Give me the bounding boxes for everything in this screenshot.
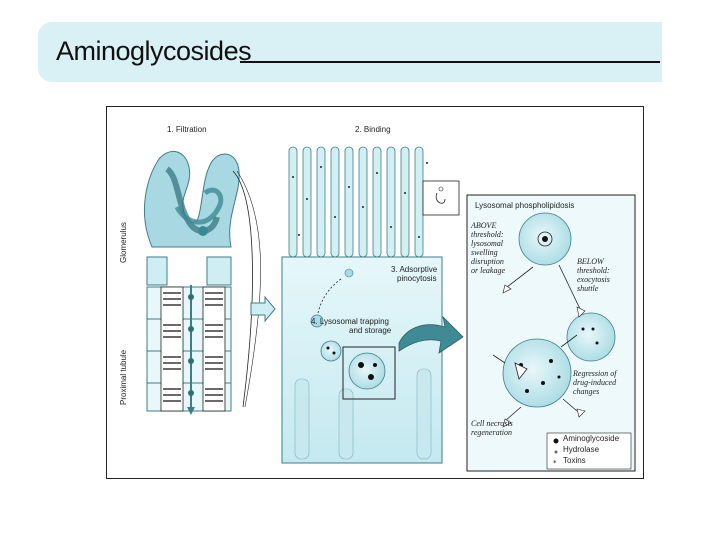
proximal-tubule-label: Proximal tubule [119, 349, 128, 405]
regression-label-1: Regression of [573, 369, 617, 378]
regression-label-2: drug-induced [573, 378, 617, 387]
below-threshold-label-4: shuttle [577, 284, 599, 293]
above-threshold-label-6: or leakage [471, 266, 505, 275]
legend-aminoglycoside: Aminoglycoside [563, 434, 620, 443]
diagram-graphics: * [144, 146, 636, 472]
glomerulus-label: Glomerulus [119, 222, 128, 263]
page-title: Aminoglycosides [56, 36, 252, 66]
title-underline [240, 61, 660, 63]
legend-toxins: Toxins [563, 456, 586, 465]
proximal-tubule-illustration [146, 285, 232, 415]
necrosis-label-2: regeneration [471, 428, 513, 437]
phospholipidosis-inset: * [466, 194, 636, 472]
step-1-label: 1. Filtration [167, 125, 207, 134]
above-threshold-label-2: threshold: [471, 230, 504, 239]
svg-text:*: * [553, 459, 557, 467]
title-banner [38, 22, 662, 82]
step-4-label-line2: and storage [349, 326, 392, 335]
above-threshold-label-4: swelling [471, 248, 498, 257]
below-threshold-label-3: exocytosis [577, 275, 610, 284]
above-threshold-label-3: lysosomal [471, 239, 503, 248]
step-2-label: 2. Binding [355, 125, 391, 134]
legend-hydrolase: Hydrolase [563, 445, 600, 454]
necrosis-label-1: Cell necrosis [471, 419, 513, 428]
inset-title: Lysosomal phospholipidosis [475, 201, 575, 210]
regression-label-3: changes [573, 387, 600, 396]
step-3-label-line1: 3. Adsorptive [391, 265, 438, 274]
nephrotoxicity-diagram: * 1. Filtration 2. Binding 3. Adsorptive… [106, 106, 644, 479]
step-4-label-line1: 4. Lysosomal trapping [311, 317, 389, 326]
tubular-cell-illustration [281, 146, 443, 464]
below-threshold-label-1: BELOW [577, 257, 604, 266]
above-threshold-label-1: ABOVE [471, 221, 497, 230]
glomerulus-illustration [144, 151, 240, 286]
above-threshold-label-5: disruption [471, 257, 504, 266]
step-3-label-line2: pinocytosis [397, 274, 437, 283]
below-threshold-label-2: threshold: [577, 266, 610, 275]
